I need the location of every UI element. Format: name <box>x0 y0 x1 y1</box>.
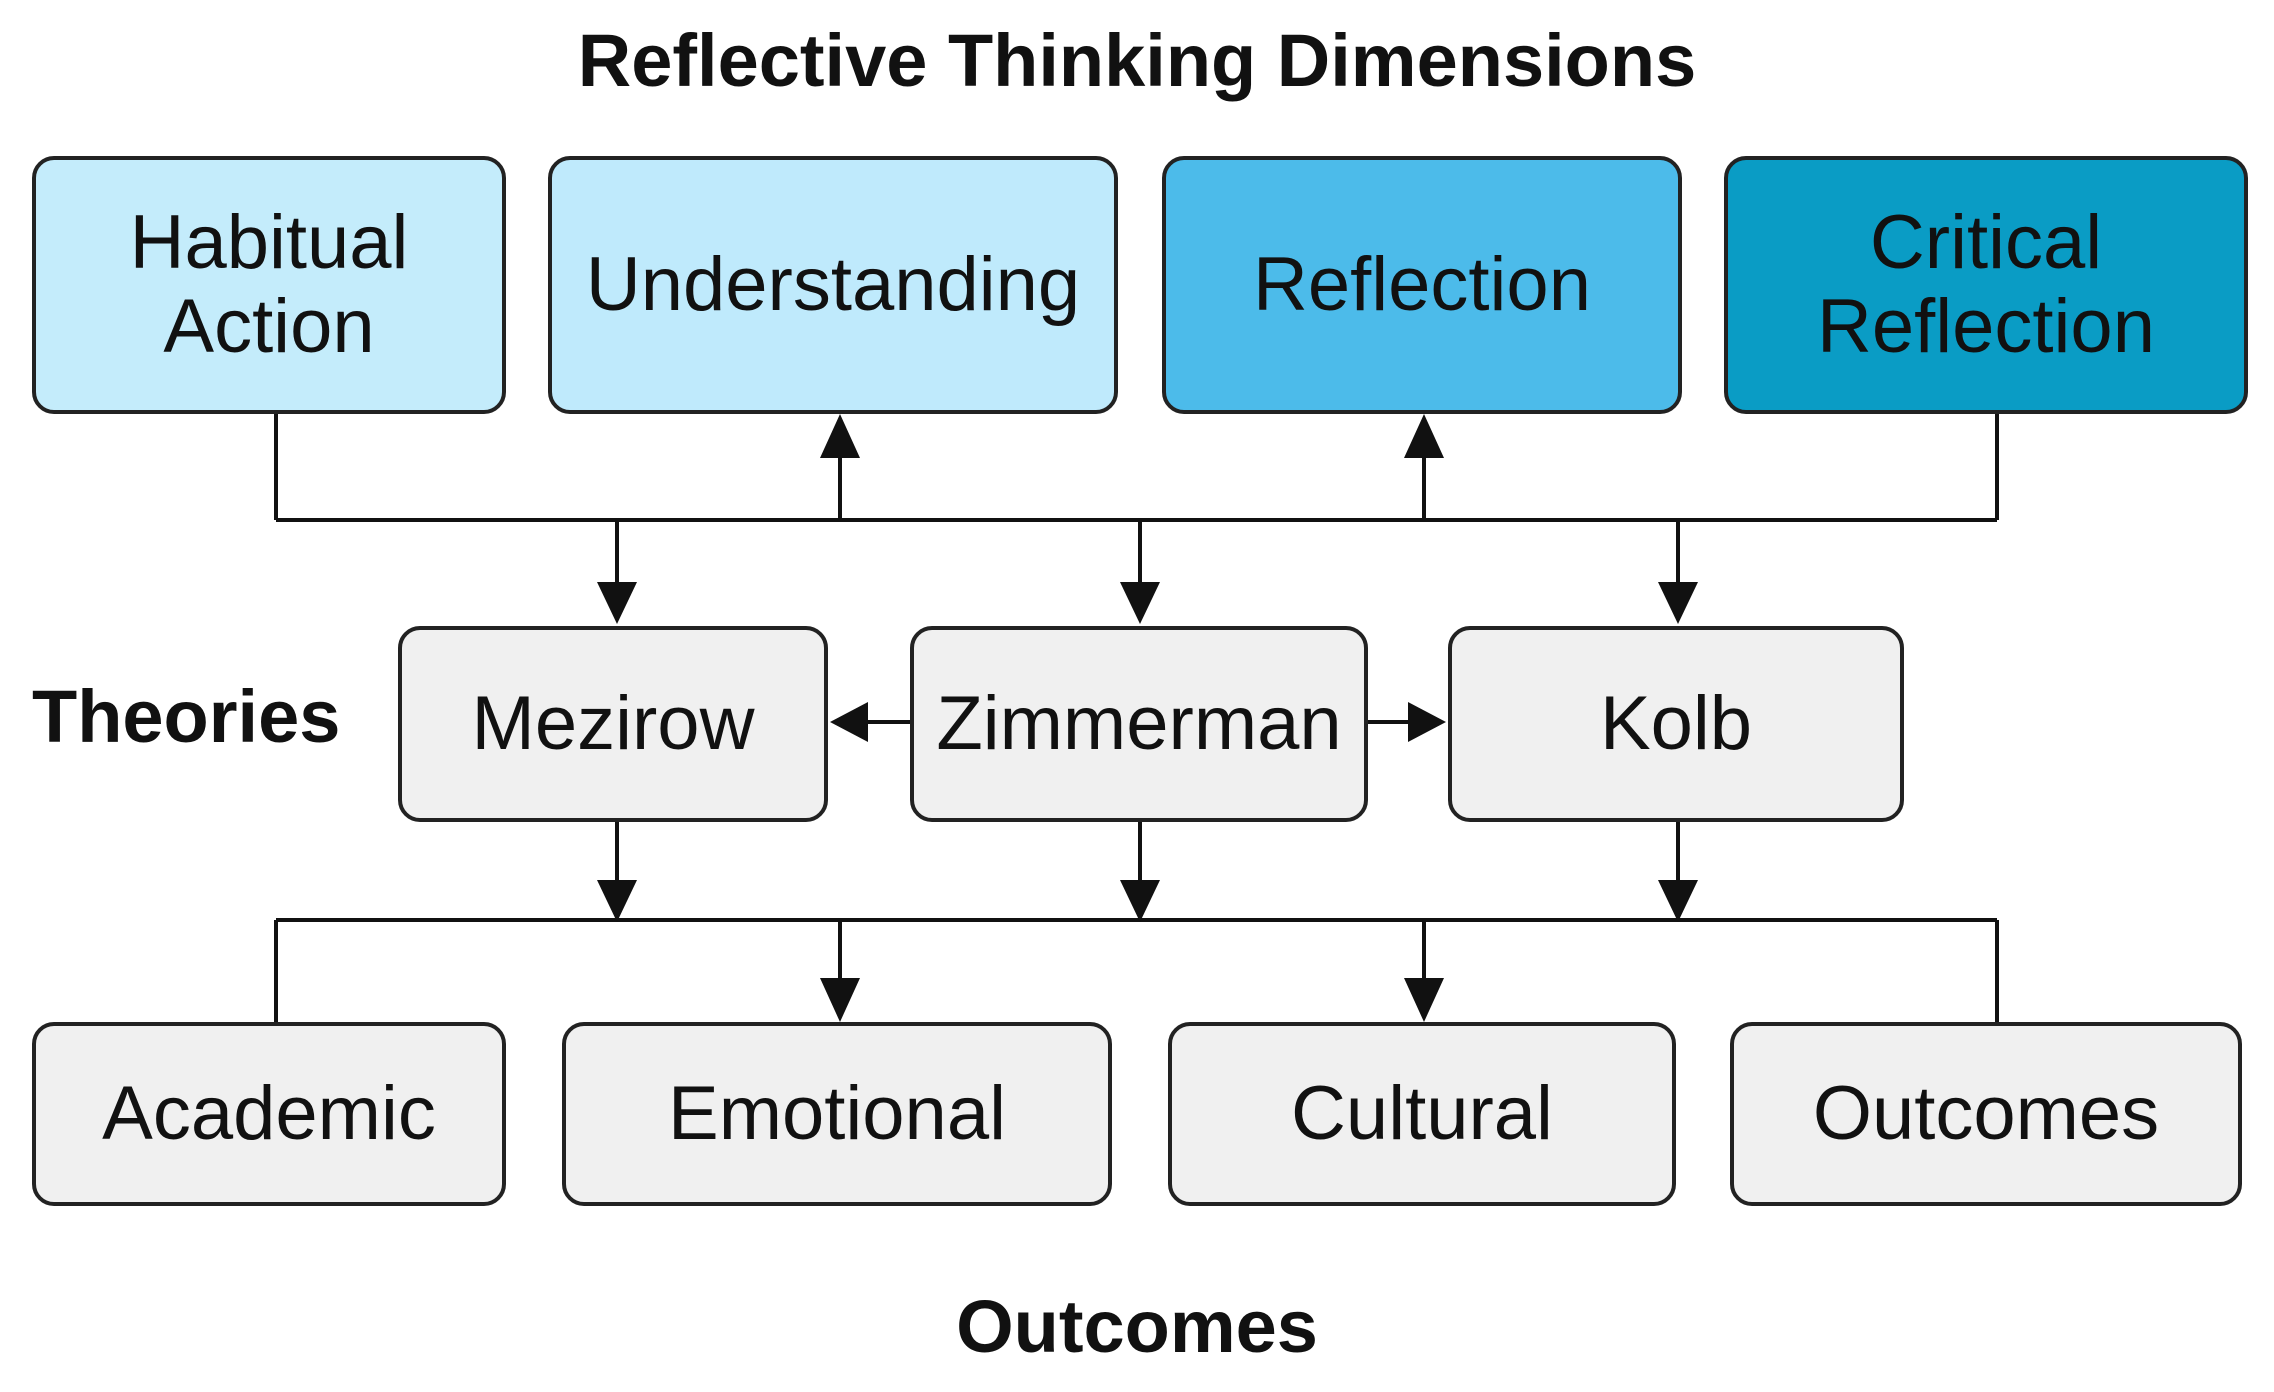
theory-kolb: Kolb <box>1448 626 1904 822</box>
arrowhead-up-reflection <box>1404 414 1444 458</box>
arrowhead-down-mezirow <box>597 582 637 624</box>
dimension-reflection: Reflection <box>1162 156 1682 414</box>
arrowhead-down-kolb <box>1658 582 1698 624</box>
outcome-academic: Academic <box>32 1022 506 1206</box>
dimension-understanding: Understanding <box>548 156 1118 414</box>
dimension-label: Understanding <box>585 242 1081 327</box>
dimension-label: Reflection <box>1253 242 1591 327</box>
theory-label: Zimmerman <box>936 681 1342 766</box>
dimension-label: Habitual Action <box>129 200 409 369</box>
outcome-cultural: Cultural <box>1168 1022 1676 1206</box>
outcome-outcomes: Outcomes <box>1730 1022 2242 1206</box>
arrowhead-right-kolb <box>1408 702 1446 742</box>
outcome-label: Outcomes <box>1812 1071 2160 1156</box>
arrowhead-up-understanding <box>820 414 860 458</box>
arrowhead-down-zimmerman <box>1120 582 1160 624</box>
outcome-label: Emotional <box>668 1071 1006 1156</box>
outcome-label: Academic <box>102 1071 436 1156</box>
theory-label: Mezirow <box>471 681 755 766</box>
theory-label: Kolb <box>1599 681 1753 766</box>
diagram-title: Reflective Thinking Dimensions <box>577 19 1697 102</box>
arrowhead-down-emotional <box>820 978 860 1022</box>
outcome-emotional: Emotional <box>562 1022 1112 1206</box>
arrowhead-down-from-kolb <box>1658 880 1698 922</box>
theory-mezirow: Mezirow <box>398 626 828 822</box>
theories-heading: Theories <box>32 675 341 758</box>
dimension-habitual-action: Habitual Action <box>32 156 506 414</box>
dimension-label: Critical Reflection <box>1817 200 2155 369</box>
arrowhead-down-cultural <box>1404 978 1444 1022</box>
theory-zimmerman: Zimmerman <box>910 626 1368 822</box>
outcomes-heading: Outcomes <box>956 1285 1318 1368</box>
outcome-label: Cultural <box>1291 1071 1553 1156</box>
arrowhead-down-from-zimmerman <box>1120 880 1160 922</box>
arrowhead-down-from-mezirow <box>597 880 637 922</box>
arrowhead-left-mezirow <box>830 702 868 742</box>
dimension-critical-reflection: Critical Reflection <box>1724 156 2248 414</box>
